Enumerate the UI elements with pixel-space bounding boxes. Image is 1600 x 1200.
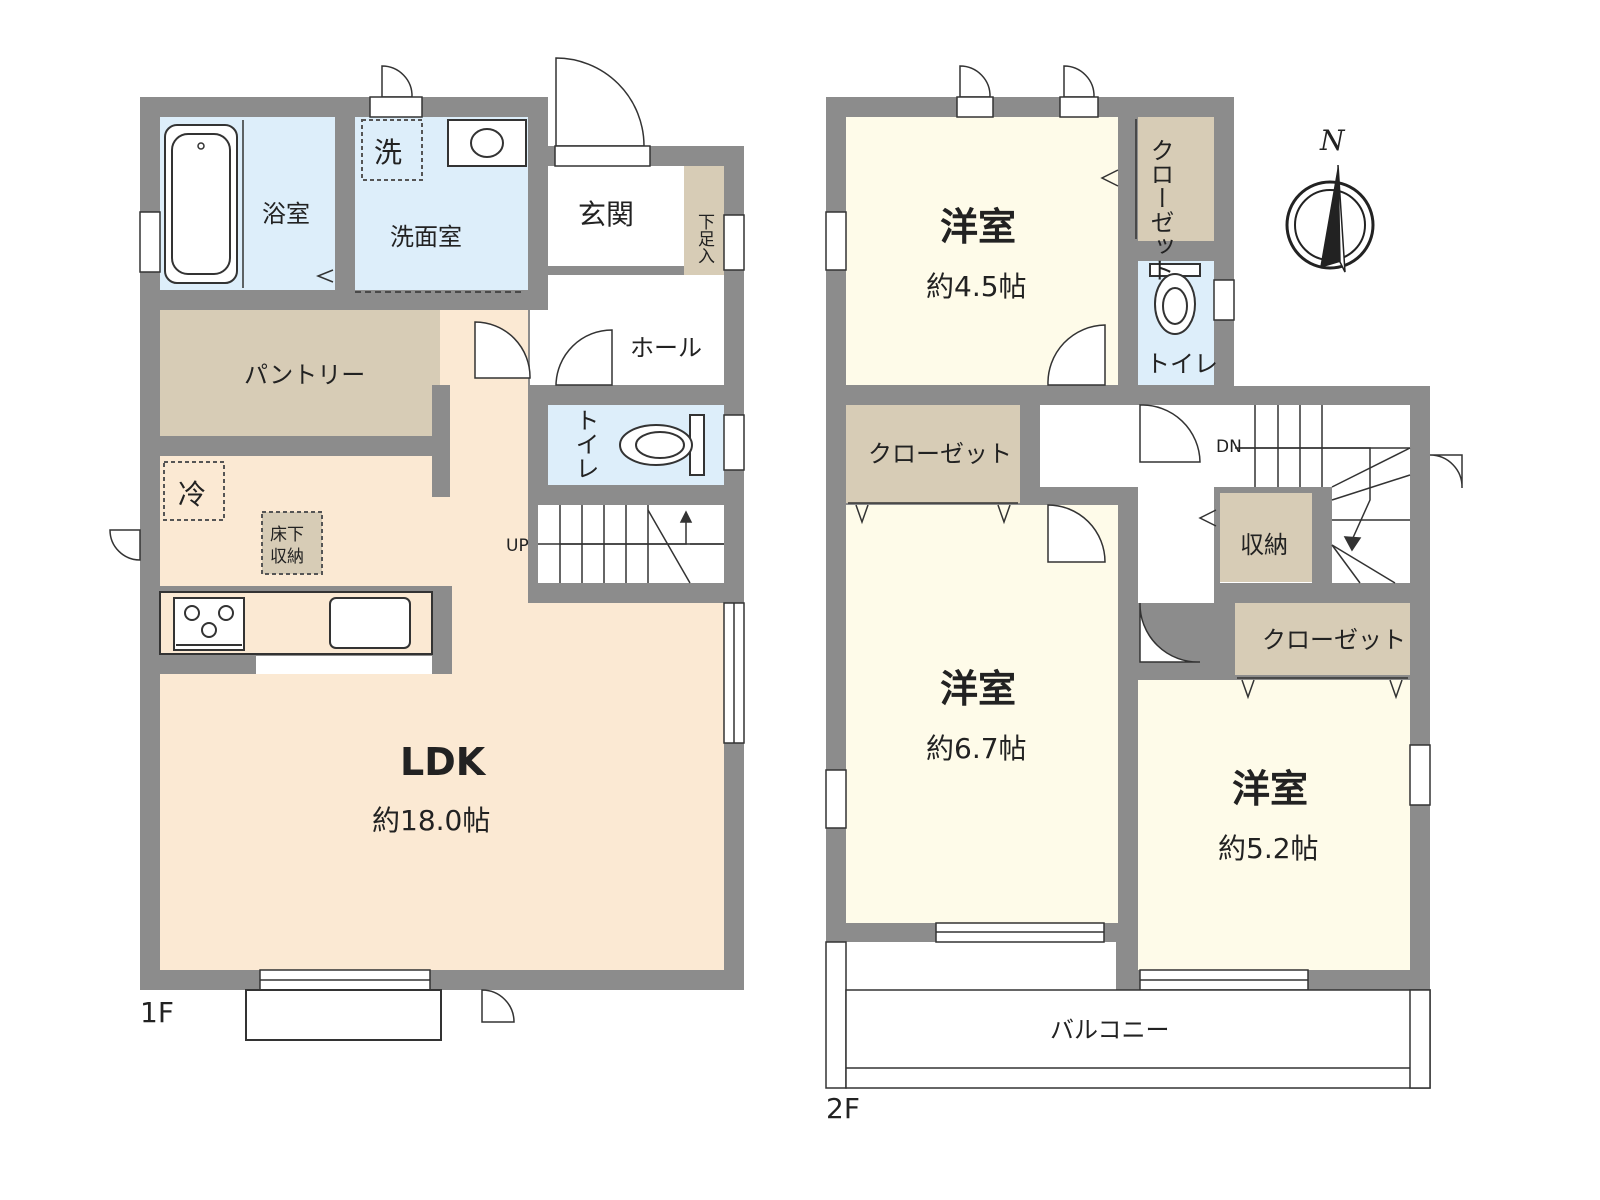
wall [1138,241,1234,261]
doors-2f [959,65,1463,663]
wall [528,385,548,505]
washer-label: 洗 [374,136,402,169]
washer-space [361,119,423,181]
hall-label: ホール [630,334,702,362]
wall [1312,487,1332,583]
wall [160,436,432,456]
closet-c [1235,603,1410,675]
shoebox [684,166,724,289]
wall [1040,487,1118,505]
room2-floor [846,505,1118,923]
wall [1214,583,1430,603]
hall-2f [1040,405,1135,487]
room2-size-label: 約6.7帖 [926,732,1027,765]
shoebox-label: 下足入 [694,213,715,264]
washroom-label: 洗面室 [390,223,462,251]
ldk-label: LDK [400,740,487,784]
bath-label: 浴室 [262,200,310,228]
stairs-down-label: DN [1216,437,1242,457]
closet-2f-small [1138,117,1214,241]
closet-a [846,405,1020,503]
toilet-icon [1149,263,1201,335]
closet-a-label: クローゼット [1146,138,1174,282]
room1-size-label: 約4.5帖 [926,270,1027,303]
wall [1020,385,1040,505]
doors-1f [109,57,645,1023]
storage-2f-label: 収納 [1240,531,1288,559]
pantry-label: パントリー [244,361,365,389]
kitchen-sink-icon [329,597,411,649]
closet-doors-2f [848,119,1408,700]
stairs-1f [538,505,724,584]
wall [1214,487,1332,493]
wall [826,385,1040,405]
floor-1 [109,57,745,1041]
balcony-label: バルコニー [1050,1016,1170,1044]
stove-icon [173,597,245,651]
ldk-size-label: 約18.0帖 [372,804,490,837]
closet-b-label: クローゼット [868,440,1012,468]
closet-c-label: クローゼット [1262,626,1406,654]
floor-2-label: 2F [826,1092,860,1125]
wall [528,583,744,603]
underfloor-storage [261,511,323,575]
pantry-floor [160,310,440,436]
windows-2f [825,96,1431,991]
wall [335,117,355,212]
wall [1214,385,1234,405]
room3-label: 洋室 [1232,767,1308,811]
stairs-up-label: UP [506,536,529,556]
room2-label: 洋室 [940,667,1016,711]
room1-label: 洋室 [940,205,1016,249]
stairs-2f [1235,405,1411,584]
counter-front [256,656,432,674]
toilet-1f-label: トイレ [571,408,599,480]
wall [432,385,450,497]
bathtub-icon [164,120,244,288]
compass-icon [1285,164,1375,273]
wall [1214,603,1234,680]
toilet-2f-label: トイレ [1146,350,1218,378]
wash-basin-icon [447,119,527,167]
room3-size-label: 約5.2帖 [1218,832,1319,865]
wall [548,266,684,275]
storage-2f [1218,487,1312,582]
balcony [825,941,1431,1089]
fridge-space [163,461,225,521]
fridge-label: 冷 [178,478,206,511]
wall [1214,493,1220,583]
room3-floor [1138,680,1410,970]
underfloor-label-2: 収納 [270,547,304,567]
floor-1-label: 1F [140,996,174,1029]
compass-north-label: N [1319,124,1346,157]
wall [528,97,548,310]
underfloor-label-1: 床下 [270,525,304,545]
wall [140,290,530,310]
entrance-label: 玄関 [578,198,634,231]
floor-2 [825,65,1463,1089]
wall [1118,487,1138,942]
windows-1f [139,96,745,1041]
wall [528,485,744,505]
wall [1118,97,1138,405]
toilet-icon [619,414,705,476]
wall [528,385,744,405]
